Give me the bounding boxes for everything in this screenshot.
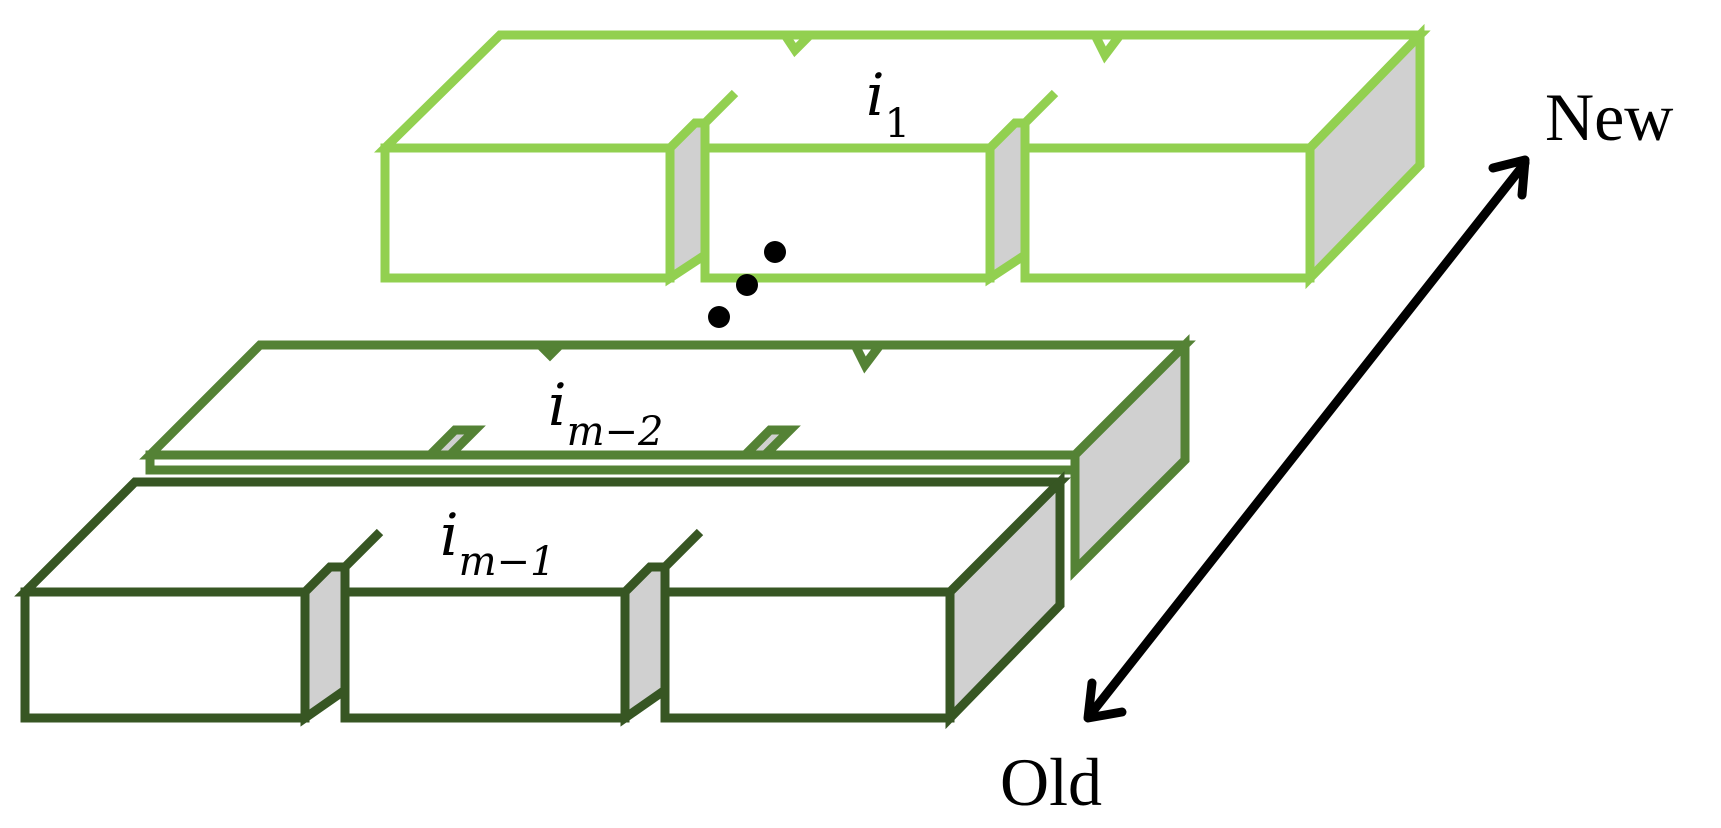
arrowhead-old-icon (1083, 678, 1127, 723)
layer-middle (139, 334, 1196, 581)
ellipsis-dot-3 (708, 306, 730, 328)
layer-top (373, 23, 1431, 290)
top-block-3 (1020, 143, 1315, 283)
top-gap-line-1 (701, 89, 739, 127)
layer-bottom (14, 471, 1071, 730)
middle-notch-2 (850, 342, 884, 374)
top-notch-2 (1090, 32, 1124, 64)
label-new: New (1545, 79, 1673, 155)
bottom-block-2-side (620, 562, 670, 727)
bottom-gap-line-2 (661, 528, 704, 571)
label-old: Old (1000, 744, 1102, 820)
time-axis-line (1085, 158, 1530, 720)
top-block-1 (380, 143, 675, 283)
middle-slab-side (1070, 334, 1190, 581)
top-block-1-side (665, 118, 710, 287)
middle-slab-top (139, 340, 1196, 460)
top-gap-line-2 (1021, 89, 1059, 127)
ellipsis-dot-1 (764, 241, 786, 263)
top-notch-1 (781, 31, 814, 58)
top-block-2-side (985, 118, 1030, 287)
time-axis (1083, 155, 1530, 723)
middle-slab-front (145, 450, 1080, 475)
middle-notch-1 (536, 341, 564, 362)
label-bottom: im−1 (440, 501, 555, 585)
bottom-block-1 (20, 587, 310, 723)
middle-gap-2 (734, 425, 801, 460)
bottom-gap-line-1 (341, 528, 384, 571)
ellipsis-dots (708, 241, 786, 328)
label-middle: im−2 (548, 371, 663, 455)
top-block-2 (700, 143, 995, 283)
bottom-block-2 (340, 587, 630, 723)
middle-gap-1 (419, 425, 486, 460)
arrowhead-new-icon (1488, 155, 1530, 200)
ellipsis-dot-2 (736, 274, 758, 296)
bottom-block-3 (660, 587, 955, 723)
bottom-block-1-side (300, 562, 350, 727)
label-top: i1 (866, 61, 910, 147)
